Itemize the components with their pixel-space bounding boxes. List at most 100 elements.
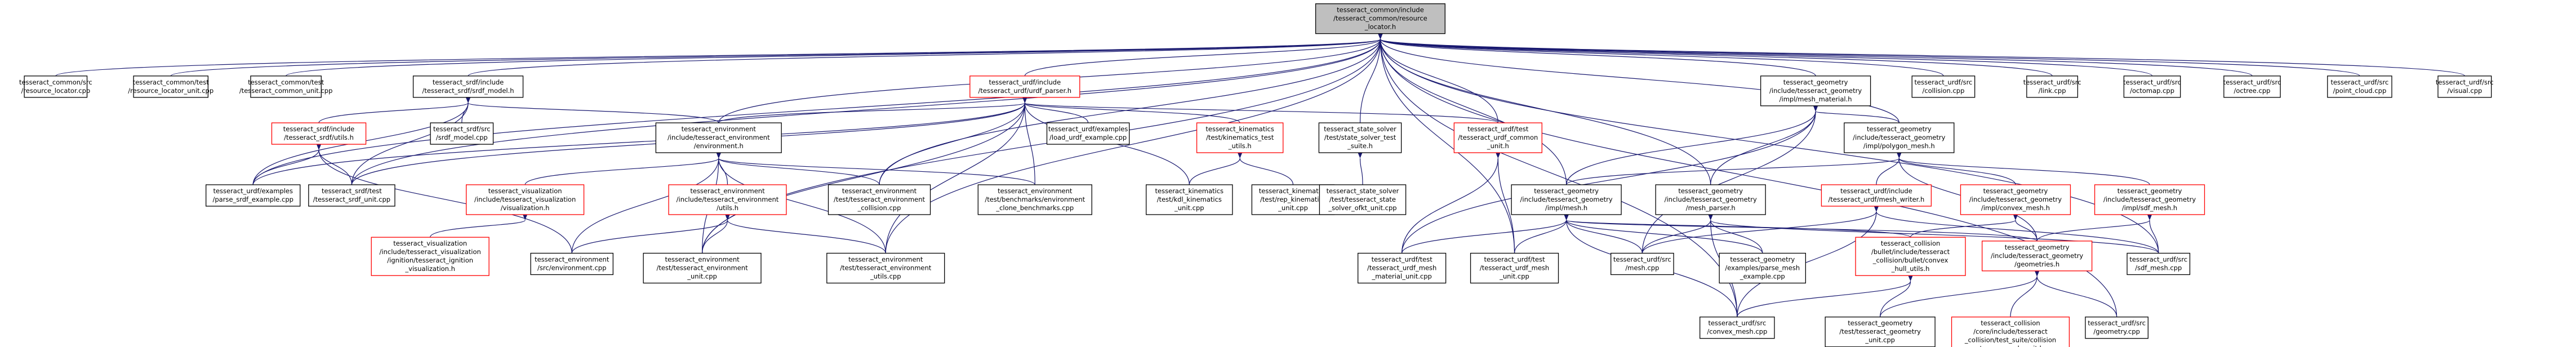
node-label-line: /tesseract_srdf/srdf_model.h: [422, 87, 514, 95]
node-label-line: _octomap_mesh_unit.hpp: [1968, 345, 2052, 347]
node-box: [826, 252, 945, 284]
node-box: [977, 184, 1092, 215]
file-node-root[interactable]: tesseract_common/include/tesseract_commo…: [1315, 3, 1445, 34]
node-label-line: _clone_benchmarks.cpp: [995, 204, 1074, 212]
file-node-n16[interactable]: tesseract_urdf/examples/load_urdf_exampl…: [1046, 122, 1130, 145]
dependency-edge: [1910, 214, 2018, 238]
file-node-n33[interactable]: tesseract_geometry/include/tesseract_geo…: [1960, 184, 2071, 215]
file-node-n8[interactable]: tesseract_urdf/src/link.cpp: [2023, 75, 2081, 98]
dependency-edge: [1641, 206, 1879, 253]
file-node-n35[interactable]: tesseract_visualization/include/tesserac…: [371, 237, 490, 276]
node-label-line: _locator.h: [1364, 23, 1396, 31]
file-node-n15[interactable]: tesseract_environment/include/tesseract_…: [655, 122, 782, 153]
file-node-n39[interactable]: tesseract_urdf/test/tesseract_urdf_mesh_…: [1358, 252, 1447, 284]
file-node-n40[interactable]: tesseract_urdf/test/tesseract_urdf_mesh_…: [1470, 252, 1559, 284]
file-node-n12[interactable]: tesseract_urdf/src/visual.cpp: [2436, 75, 2494, 98]
file-node-n23[interactable]: tesseract_visualization/include/tesserac…: [466, 184, 585, 215]
node-label-line: tesseract_urdf/src: [2088, 319, 2146, 327]
node-label-line: tesseract_urdf/src: [2129, 256, 2187, 264]
node-box: [1825, 317, 1936, 347]
node-label-line: tesseract_visualization: [488, 187, 562, 195]
node-label-line: tesseract_srdf/test: [322, 187, 382, 195]
file-node-n19[interactable]: tesseract_urdf/test/tesseract_urdf_commo…: [1453, 122, 1542, 153]
node-label-line: tesseract_geometry: [2117, 187, 2182, 195]
file-node-n17[interactable]: tesseract_kinematics/test/kinematics_tes…: [1196, 122, 1284, 153]
dependency-edge: [571, 214, 730, 253]
file-node-n1[interactable]: tesseract_common/src/resource_locator.cp…: [19, 75, 92, 98]
dependency-edge: [1737, 206, 1879, 317]
dependency-edge: [879, 97, 1027, 185]
file-node-n11[interactable]: tesseract_urdf/src/point_cloud.cpp: [2327, 75, 2392, 98]
file-node-n4[interactable]: tesseract_srdf/include/tesseract_srdf/sr…: [412, 75, 524, 98]
file-node-n3[interactable]: tesseract_common/test/tesseract_common_u…: [239, 75, 333, 98]
file-node-n30[interactable]: tesseract_geometry/include/tesseract_geo…: [1511, 184, 1622, 215]
file-node-n44[interactable]: tesseract_geometry/include/tesseract_geo…: [1982, 241, 2093, 272]
node-label-line: tesseract_geometry: [2005, 243, 2070, 251]
node-label-line: /mesh_parser.h: [1686, 204, 1736, 212]
dependency-edge: [1378, 33, 1944, 77]
node-label-line: /test/tesseract_geometry: [1839, 328, 1921, 336]
file-node-n31[interactable]: tesseract_geometry/include/tesseract_geo…: [1655, 184, 1766, 215]
file-node-n20[interactable]: tesseract_geometry/include/tesseract_geo…: [1844, 122, 1955, 153]
node-label-line: tesseract_kinematics: [1259, 187, 1328, 195]
file-node-n38[interactable]: tesseract_environment/test/tesseract_env…: [826, 252, 945, 284]
file-node-n41[interactable]: tesseract_urdf/src/mesh.cpp: [1610, 252, 1674, 275]
dependency-edge: [468, 33, 1383, 77]
node-label-line: _utils.cpp: [870, 273, 901, 281]
file-node-n5[interactable]: tesseract_urdf/include/tesseract_urdf/ur…: [969, 75, 1080, 98]
file-node-n29[interactable]: tesseract_state_solver/test/tesseract_st…: [1319, 184, 1407, 215]
file-node-n45[interactable]: tesseract_urdf/src/sdf_mesh.cpp: [2126, 252, 2191, 275]
file-node-n2[interactable]: tesseract_common/test/resource_locator_u…: [128, 75, 213, 98]
node-label-line: /include/tesseract_geometry: [1769, 87, 1862, 95]
file-node-n10[interactable]: tesseract_urdf/src/octree.cpp: [2223, 75, 2281, 98]
node-box: [1511, 184, 1622, 215]
file-node-n26[interactable]: tesseract_environment/test/benchmarks/en…: [977, 184, 1092, 215]
file-node-n49[interactable]: tesseract_urdf/src/geometry.cpp: [2085, 317, 2149, 339]
dependency-edge: [1564, 214, 1643, 253]
file-node-n22[interactable]: tesseract_srdf/test/tesseract_srdf_unit.…: [308, 184, 395, 207]
dependency-edge: [718, 97, 1027, 123]
node-label-line: /test/tesseract_environment: [834, 195, 926, 203]
node-label-line: tesseract_urdf/include: [989, 78, 1061, 86]
file-node-n34[interactable]: tesseract_geometry/include/tesseract_geo…: [2094, 184, 2205, 215]
node-box: [371, 237, 490, 276]
file-node-n18[interactable]: tesseract_state_solver/test/state_solver…: [1318, 122, 1402, 153]
dependency-edge: [716, 153, 886, 253]
node-label-line: /test/benchmarks/environment: [985, 195, 1085, 203]
node-label-line: /tesseract_urdf_mesh: [1480, 264, 1549, 272]
file-node-n24[interactable]: tesseract_environment/include/tesseract_…: [668, 184, 787, 215]
file-node-n37[interactable]: tesseract_environment/test/tesseract_env…: [643, 252, 762, 284]
file-node-n21[interactable]: tesseract_urdf/examples/parse_srdf_examp…: [206, 184, 301, 207]
file-node-n47[interactable]: tesseract_geometry/test/tesseract_geomet…: [1825, 317, 1936, 347]
dependency-edge: [1378, 33, 1567, 185]
node-label-line: tesseract_urdf/src: [2023, 78, 2081, 86]
file-node-n6[interactable]: tesseract_geometry/include/tesseract_geo…: [1760, 75, 1871, 106]
node-label-line: tesseract_geometry: [1730, 256, 1795, 264]
file-node-n36[interactable]: tesseract_environment/src/environment.cp…: [530, 252, 613, 275]
dependency-edge: [1238, 153, 1294, 185]
file-node-n9[interactable]: tesseract_urdf/src/octomap.cpp: [2123, 75, 2181, 98]
node-label-line: _collision.cpp: [857, 204, 901, 212]
node-label-line: /load_urdf_example.cpp: [1049, 134, 1127, 141]
dependency-edge: [252, 97, 1027, 185]
node-box: [643, 252, 762, 284]
file-node-n48[interactable]: tesseract_collision/core/include/tessera…: [1951, 317, 2070, 347]
node-label-line: tesseract_geometry: [1983, 187, 2048, 195]
node-label-line: /include/tesseract_visualization: [380, 248, 481, 256]
file-node-n7[interactable]: tesseract_urdf/src/collision.cpp: [1911, 75, 1976, 98]
dependency-edge: [1876, 153, 1902, 185]
file-node-n42[interactable]: tesseract_geometry/examples/parse_mesh_e…: [1719, 252, 1807, 284]
node-label-line: /geometries.h: [2014, 260, 2059, 268]
dependency-edge: [316, 144, 572, 253]
file-node-n32[interactable]: tesseract_urdf/include/tesseract_urdf/me…: [1821, 184, 1932, 207]
node-label-line: _unit.cpp: [1174, 204, 1204, 212]
file-node-n46[interactable]: tesseract_urdf/src/convex_mesh.cpp: [1699, 317, 1775, 339]
node-label-line: /test/state_solver_test: [1324, 134, 1396, 141]
file-node-n25[interactable]: tesseract_environment/test/tesseract_env…: [827, 184, 931, 215]
file-node-n43[interactable]: tesseract_collision/bullet/include/tesse…: [1855, 237, 1966, 276]
node-label-line: tesseract_urdf/test: [1372, 256, 1433, 264]
file-node-n14[interactable]: tesseract_srdf/src/srdf_model.cpp: [430, 122, 494, 145]
file-node-n13[interactable]: tesseract_srdf/include/tesseract_srdf/ut…: [271, 122, 367, 145]
node-box: [2126, 252, 2191, 275]
file-node-n27[interactable]: tesseract_kinematics/test/kdl_kinematics…: [1146, 184, 1233, 215]
